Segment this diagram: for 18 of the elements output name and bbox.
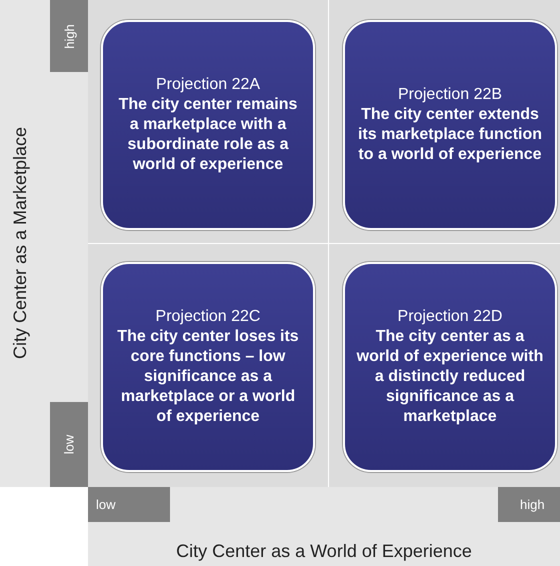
scenario-heading: Projection 22A: [156, 75, 260, 95]
scenario-box: [101, 262, 315, 472]
axis-level-label: high: [62, 24, 76, 48]
scenario-box: [343, 20, 557, 230]
scenario-box: [101, 20, 315, 230]
scenario-description: The city center loses its core functions – low significance as a marketplace or a world of experience: [116, 327, 300, 427]
axis-level-label: low: [96, 497, 116, 512]
scenario-description: The city center remains a marketplace with a subordinate role as a world of experience: [118, 95, 298, 175]
axis-title: City Center as a Marketplace: [9, 126, 31, 362]
scenario-box: [343, 262, 557, 472]
scenario-heading: Projection 22C: [156, 307, 260, 327]
scenario-heading: Projection 22D: [398, 307, 502, 327]
scenario-description: The city center as a world of experience with a distinctly reduced significance as a marketplace: [356, 327, 544, 427]
scenario-description: The city center extends its marketplace function to a world of experience: [356, 105, 544, 165]
axis-level-label: high: [520, 497, 545, 512]
axis-title: City Center as a World of Experience: [175, 540, 473, 563]
scenario-heading: Projection 22B: [398, 85, 502, 105]
axis-level-label: low: [62, 434, 76, 454]
